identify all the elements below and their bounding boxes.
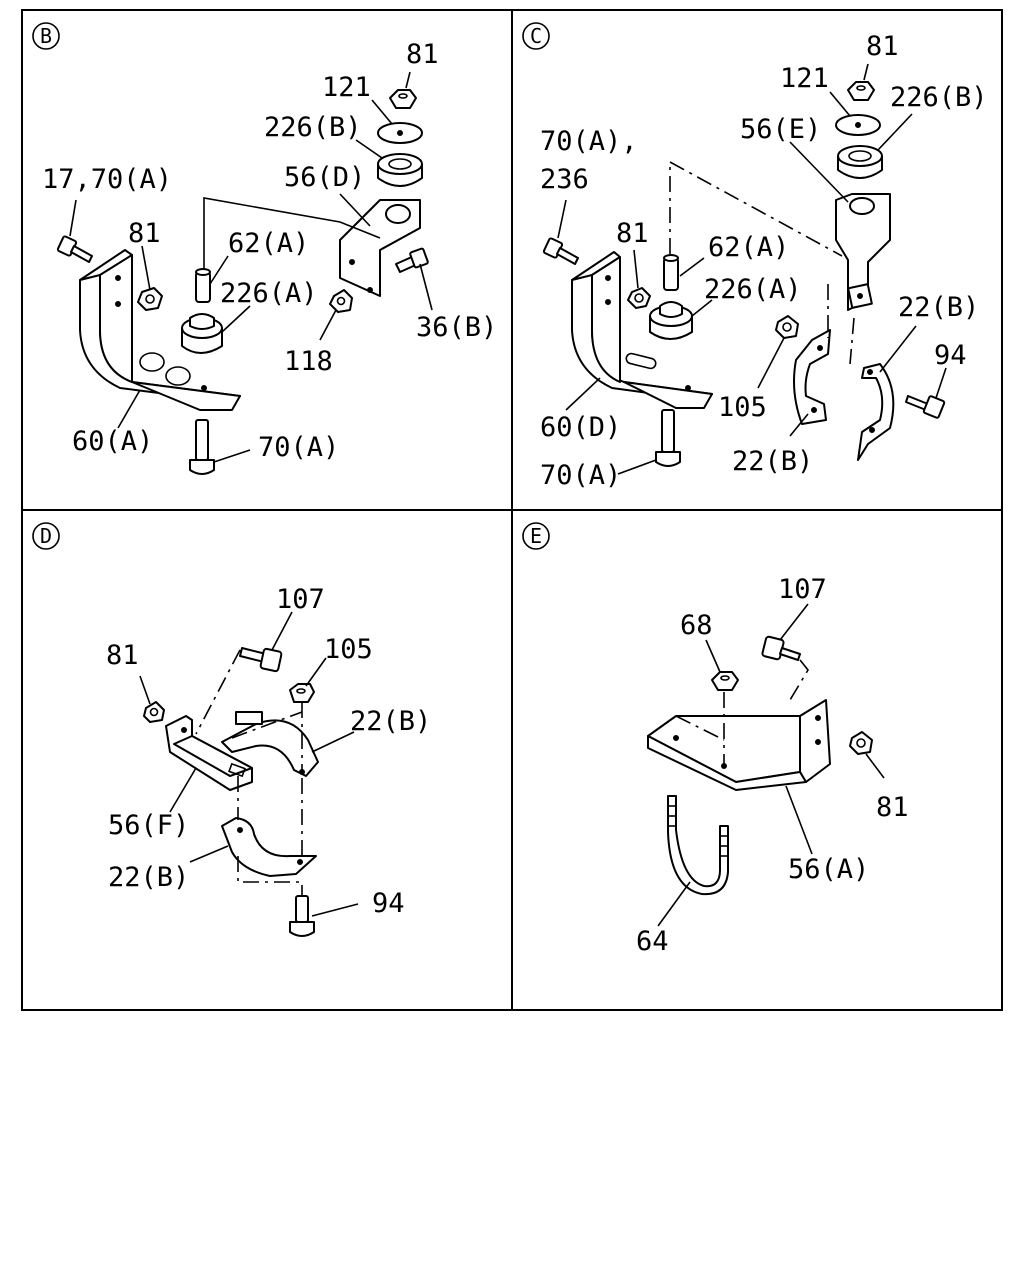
bolt-70a-c	[655, 409, 681, 467]
washer-121-c	[835, 114, 881, 136]
clamp-22b-c-left	[793, 329, 831, 425]
nut-68	[711, 671, 739, 691]
label-b-81-left: 81	[128, 218, 161, 249]
u-bolt-64	[667, 795, 729, 896]
mount-226a-b	[181, 313, 223, 354]
nut-81-b-left	[137, 287, 163, 311]
label-d-107: 107	[276, 584, 325, 615]
label-c-70a-bottom: 70(A)	[540, 460, 621, 491]
label-e-56a: 56(A)	[788, 854, 869, 885]
panel-e: E	[522, 522, 909, 957]
bracket-56f	[165, 715, 253, 791]
nut-105-d	[289, 683, 315, 703]
label-b-81-top: 81	[406, 39, 439, 70]
panel-c: C	[522, 22, 988, 491]
panel-b-badge	[32, 22, 60, 50]
label-b-56d: 56(D)	[284, 162, 365, 193]
panel-e-badge	[522, 522, 550, 550]
panel-d: D	[32, 522, 431, 937]
bracket-56e	[835, 193, 891, 311]
clamp-22b-c-right	[857, 363, 895, 461]
label-d-81: 81	[106, 640, 139, 671]
bolt-70a-236	[542, 237, 579, 265]
label-e-68: 68	[680, 610, 713, 641]
label-d-22b-top: 22(B)	[350, 706, 431, 737]
panel-b-letter: B	[40, 24, 52, 48]
label-b-17-70a: 17,70(A)	[42, 164, 172, 195]
label-c-70a: 70(A),	[540, 126, 638, 157]
bolt-36b	[395, 247, 429, 273]
bracket-60a	[79, 249, 241, 411]
label-b-226a: 226(A)	[220, 278, 318, 309]
panel-e-letter: E	[530, 524, 542, 548]
label-d-22b-bottom: 22(B)	[108, 862, 189, 893]
bracket-56d	[339, 199, 421, 297]
mount-226a-c	[649, 301, 693, 340]
leader-lines-e	[657, 603, 885, 927]
panel-b: B	[32, 22, 497, 475]
bracket-56a	[647, 699, 831, 791]
label-d-94: 94	[372, 888, 405, 919]
bolt-107-d	[239, 647, 283, 673]
leader-lines-d	[139, 611, 359, 917]
nut-81-c-left	[627, 287, 651, 309]
grommet-226b-c	[837, 145, 883, 179]
clamp-22b-d-bottom	[221, 817, 317, 877]
label-c-226b: 226(B)	[890, 82, 988, 113]
pin-62a-c	[663, 254, 679, 291]
label-b-60a: 60(A)	[72, 426, 153, 457]
nut-81-b-top	[389, 89, 417, 109]
washer-121-b	[377, 122, 423, 144]
label-b-118: 118	[284, 346, 333, 377]
panel-d-badge	[32, 522, 60, 550]
nut-81-d	[143, 701, 165, 723]
label-b-70a: 70(A)	[258, 432, 339, 463]
label-c-22b-bottom: 22(B)	[732, 446, 813, 477]
bolt-107-e	[761, 635, 801, 661]
clamp-22b-d-top	[221, 711, 319, 777]
panel-c-badge	[522, 22, 550, 50]
label-b-36b: 36(B)	[416, 312, 497, 343]
leader-lines-b	[69, 71, 433, 463]
bolt-70a-b	[189, 419, 215, 475]
label-c-236: 236	[540, 164, 589, 195]
label-c-60d: 60(D)	[540, 412, 621, 443]
pin-62a-b	[195, 268, 211, 303]
label-c-56e: 56(E)	[740, 114, 821, 145]
bracket-60d	[571, 251, 713, 409]
label-c-62a: 62(A)	[708, 232, 789, 263]
grommet-226b-b	[377, 153, 423, 187]
label-b-62a: 62(A)	[228, 228, 309, 259]
label-c-22b-right: 22(B)	[898, 292, 979, 323]
label-c-226a: 226(A)	[704, 274, 802, 305]
label-c-121: 121	[780, 63, 829, 94]
nut-118	[329, 289, 353, 313]
label-b-121: 121	[322, 72, 371, 103]
label-c-105: 105	[718, 392, 767, 423]
label-b-226b: 226(B)	[264, 112, 362, 143]
bolt-94-d	[289, 895, 315, 937]
label-c-94: 94	[934, 340, 967, 371]
nut-105-c	[775, 315, 799, 339]
label-d-56f: 56(F)	[108, 810, 189, 841]
label-d-105: 105	[324, 634, 373, 665]
leader-lines-c	[557, 63, 947, 475]
label-c-81-top: 81	[866, 31, 899, 62]
bolt-17-70a	[56, 235, 93, 263]
panel-c-letter: C	[530, 24, 542, 48]
nut-81-e	[849, 731, 873, 755]
label-c-81-left: 81	[616, 218, 649, 249]
panel-d-letter: D	[40, 524, 52, 548]
label-e-107: 107	[778, 574, 827, 605]
bolt-94-c	[905, 395, 946, 419]
nut-81-c-top	[847, 81, 875, 101]
label-e-81: 81	[876, 792, 909, 823]
label-e-64: 64	[636, 926, 669, 957]
